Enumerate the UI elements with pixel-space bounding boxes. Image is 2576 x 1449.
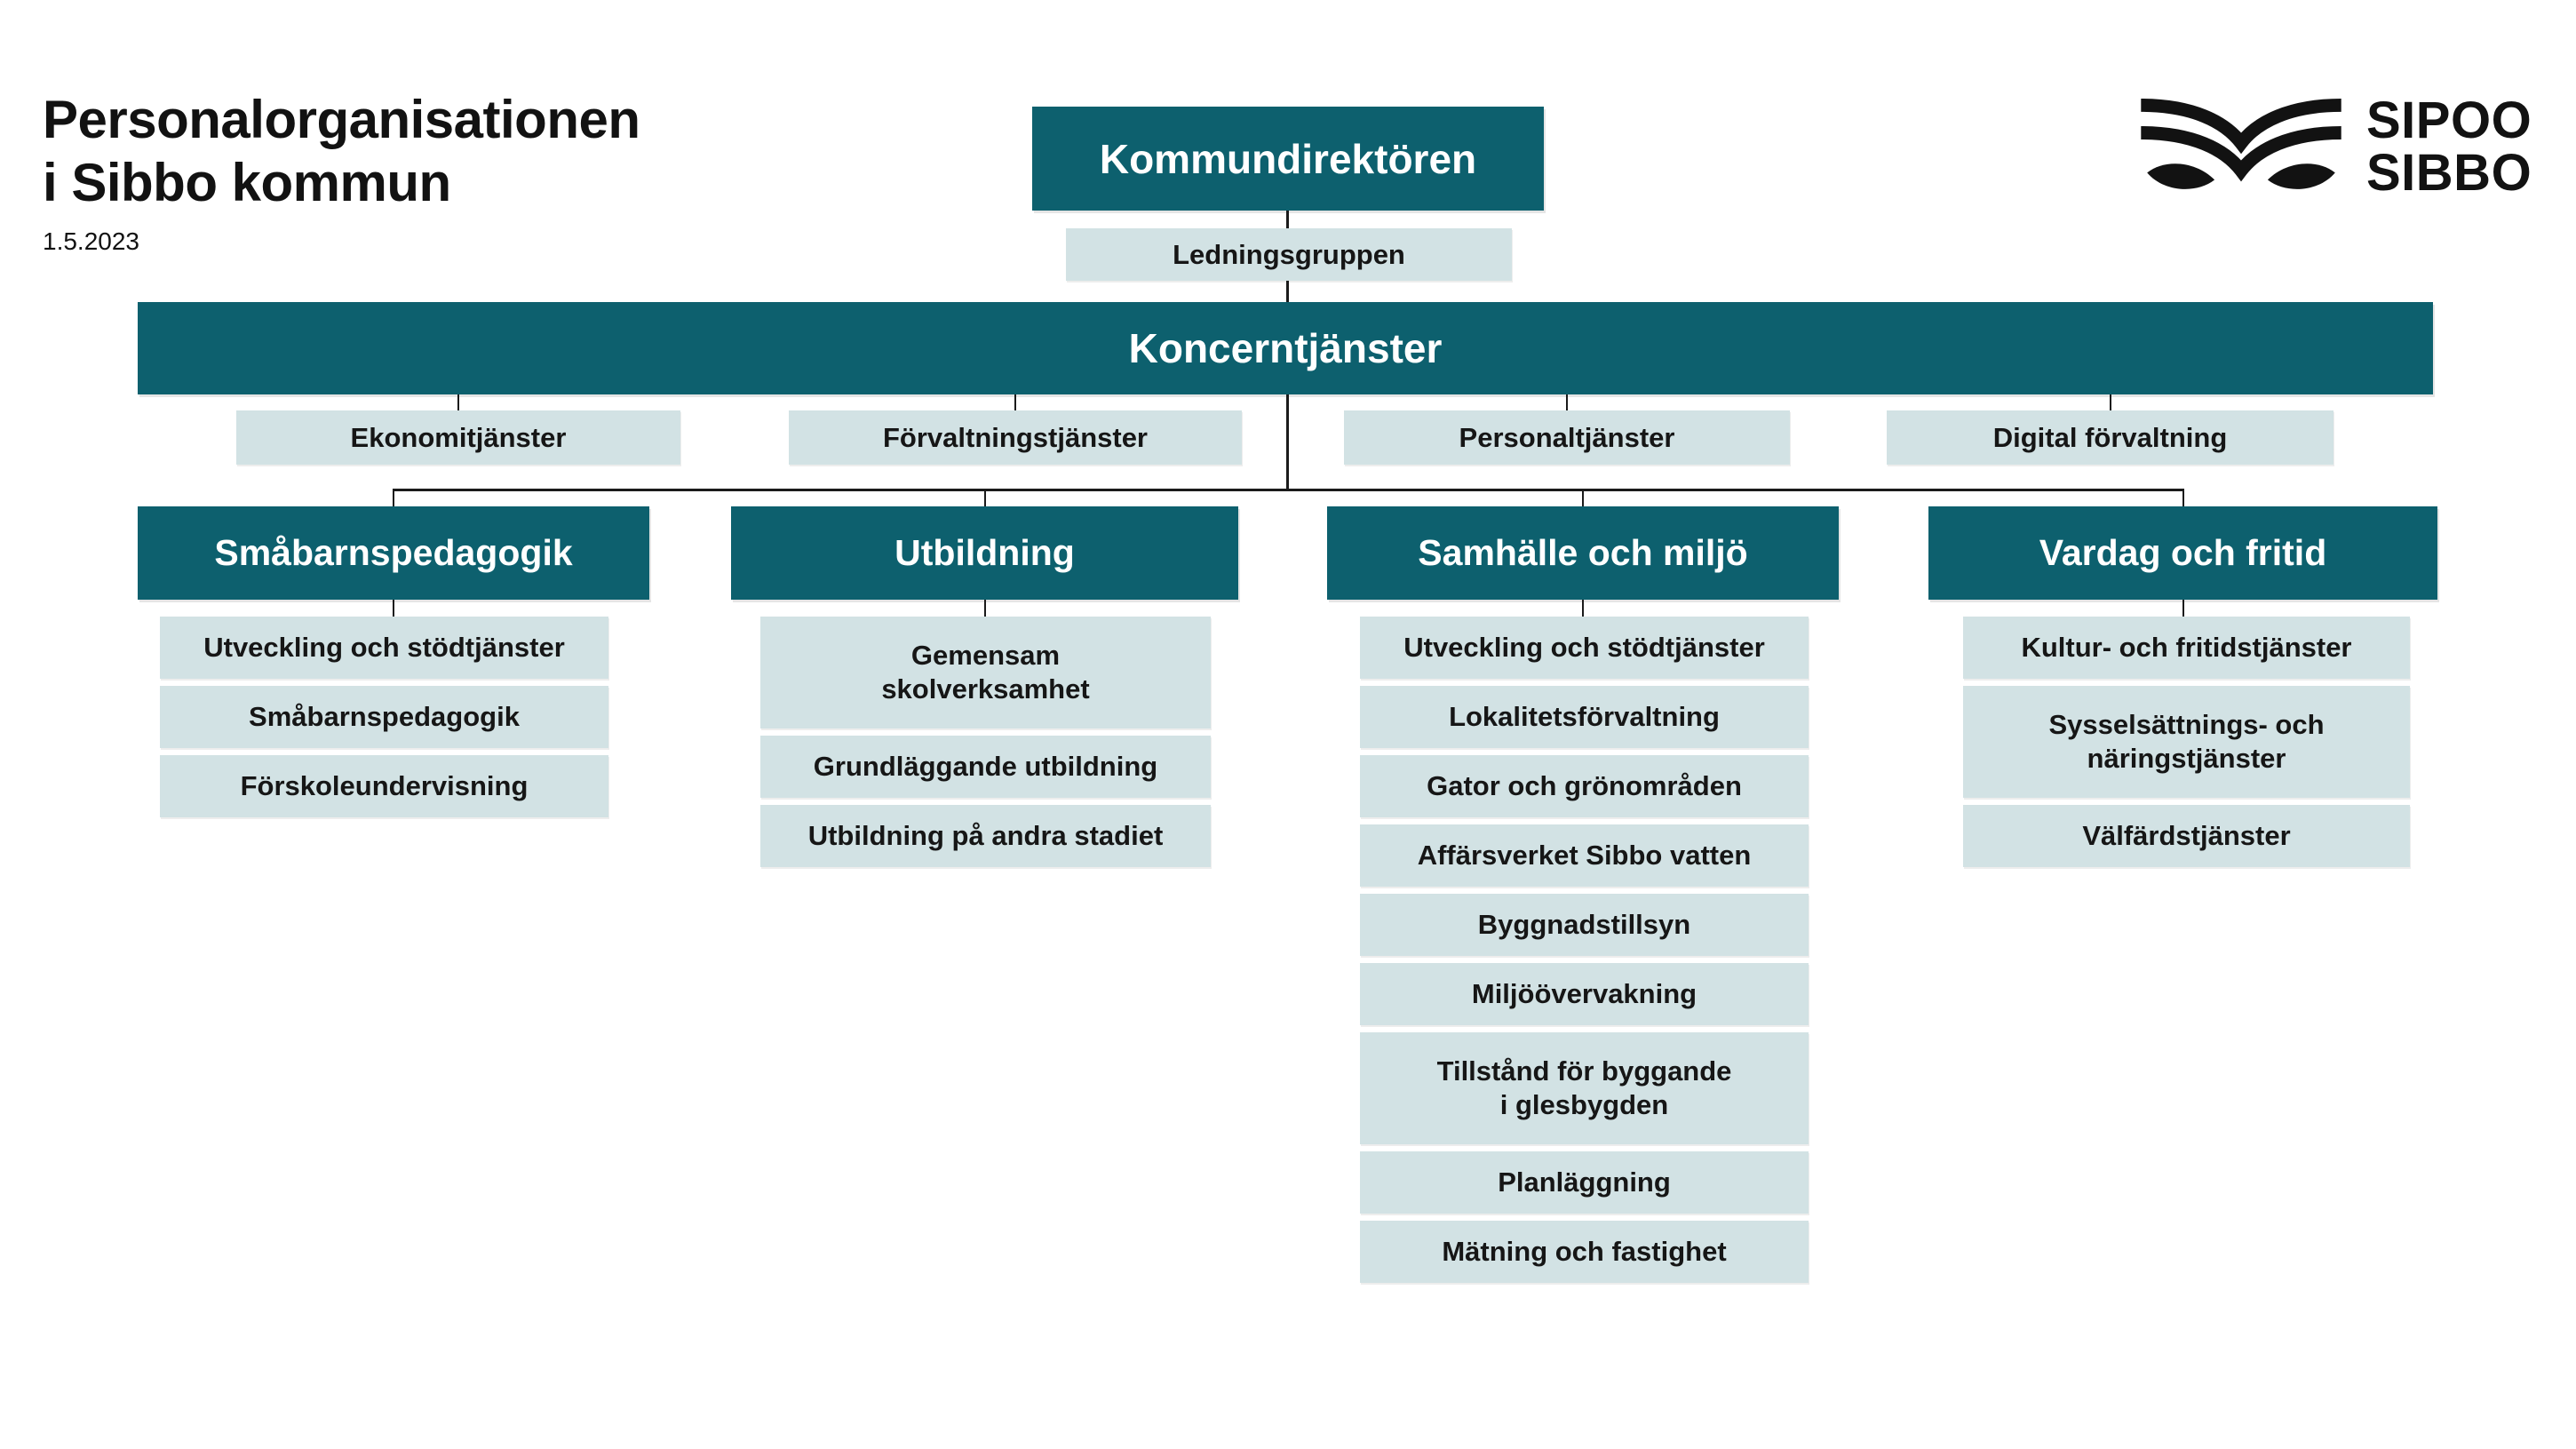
service-box-0: Ekonomitjänster xyxy=(236,410,680,465)
connector-line xyxy=(1286,281,1289,302)
title-block: Personalorganisationen i Sibbo kommun 1.… xyxy=(43,89,640,256)
connector-line xyxy=(2182,489,2184,506)
unit-box-2-7: Planläggning xyxy=(1360,1151,1809,1214)
connector-line xyxy=(1286,394,1289,490)
connector-line xyxy=(393,600,394,617)
division-header-3: Vardag och fritid xyxy=(1928,506,2437,600)
page-title-line2: i Sibbo kommun xyxy=(43,152,451,212)
unit-box-2-1: Lokalitetsförvaltning xyxy=(1360,686,1809,748)
org-box-koncerntjanster: Koncerntjänster xyxy=(138,302,2433,394)
service-box-3: Digital förvaltning xyxy=(1887,410,2334,465)
connector-line xyxy=(2109,394,2111,410)
unit-box-2-4: Byggnadstillsyn xyxy=(1360,894,1809,956)
connector-line xyxy=(1582,489,1584,506)
unit-box-1-0: Gemensam skolverksamhet xyxy=(760,617,1211,728)
unit-box-3-1: Sysselsättnings- och näringstjänster xyxy=(1963,686,2410,798)
division-header-2: Samhälle och miljö xyxy=(1327,506,1839,600)
unit-box-1-2: Utbildning på andra stadiet xyxy=(760,805,1211,867)
unit-box-0-0: Utveckling och stödtjänster xyxy=(160,617,608,679)
division-header-0: Småbarnspedagogik xyxy=(138,506,649,600)
connector-line xyxy=(1566,394,1568,410)
service-box-2: Personaltjänster xyxy=(1344,410,1790,465)
connector-line xyxy=(1582,600,1584,617)
connector-line xyxy=(1286,211,1289,228)
unit-box-2-8: Mätning och fastighet xyxy=(1360,1221,1809,1283)
connector-line xyxy=(2182,600,2184,617)
org-box-kommundirektoren: Kommundirektören xyxy=(1032,107,1544,211)
unit-box-3-0: Kultur- och fritidstjänster xyxy=(1963,617,2410,679)
connector-line xyxy=(1014,394,1016,410)
effective-date: 1.5.2023 xyxy=(43,227,139,255)
page-title: Personalorganisationen i Sibbo kommun xyxy=(43,89,640,215)
service-box-1: Förvaltningstjänster xyxy=(789,410,1242,465)
logo-wordmark: SIPOO SIBBO xyxy=(2366,94,2532,199)
unit-box-3-2: Välfärdstjänster xyxy=(1963,805,2410,867)
connector-line xyxy=(983,600,986,617)
unit-box-0-2: Förskoleundervisning xyxy=(160,755,608,817)
unit-box-0-1: Småbarnspedagogik xyxy=(160,686,608,748)
sipoo-wings-leaves-icon xyxy=(2141,99,2341,190)
unit-box-2-2: Gator och grönområden xyxy=(1360,755,1809,817)
logo-wordmark-line1: SIPOO xyxy=(2366,92,2532,149)
connector-line xyxy=(394,489,2184,491)
unit-box-1-1: Grundläggande utbildning xyxy=(760,736,1211,798)
connector-line xyxy=(393,489,394,506)
unit-box-2-0: Utveckling och stödtjänster xyxy=(1360,617,1809,679)
org-box-ledningsgruppen: Ledningsgruppen xyxy=(1066,228,1512,281)
connector-line xyxy=(983,489,986,506)
unit-box-2-5: Miljöövervakning xyxy=(1360,963,1809,1025)
unit-box-2-6: Tillstånd för byggande i glesbygden xyxy=(1360,1032,1809,1144)
page-title-line1: Personalorganisationen xyxy=(43,90,640,149)
municipality-logo: SIPOO SIBBO xyxy=(2139,94,2532,199)
logo-wordmark-line2: SIBBO xyxy=(2366,144,2532,203)
unit-box-2-3: Affärsverket Sibbo vatten xyxy=(1360,824,1809,887)
connector-line xyxy=(457,394,459,410)
division-header-1: Utbildning xyxy=(731,506,1238,600)
